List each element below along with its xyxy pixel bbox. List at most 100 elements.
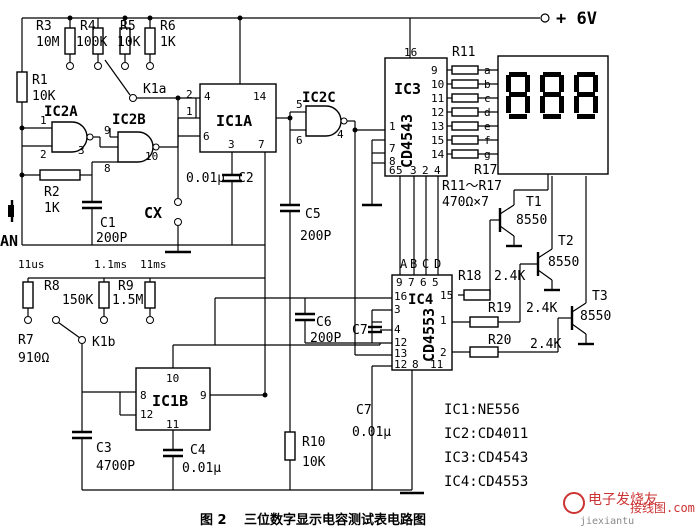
an-label: AN xyxy=(0,232,18,250)
t1-value: 8550 xyxy=(516,213,547,228)
r2-value: 1K xyxy=(44,201,60,216)
legend-ic3: IC3:CD4543 xyxy=(444,450,528,466)
c3-value: 4700P xyxy=(96,459,135,474)
t3-label: T3 xyxy=(592,289,608,304)
chip-ic1b: IC1B 10 8 12 11 9 xyxy=(81,297,381,450)
r8-value: 150K xyxy=(62,293,93,308)
segment-resistor-d xyxy=(451,107,479,117)
r20-label: R20 xyxy=(488,333,511,348)
r20-value: 2.4K xyxy=(530,337,561,352)
bcd-c: C xyxy=(422,257,429,271)
ic2c-label: IC2C xyxy=(302,90,336,106)
digit-1-segment-c xyxy=(525,96,530,113)
gate-ic2b: IC2B 9 8 10 xyxy=(91,112,196,175)
r5-value: 10K xyxy=(117,35,141,50)
legend-ic1: IC1:NE556 xyxy=(444,402,520,418)
svg-text:9: 9 xyxy=(200,389,207,402)
caption-figure-number: 图 2 xyxy=(200,513,227,528)
svg-text:10: 10 xyxy=(166,372,179,385)
svg-text:4: 4 xyxy=(337,128,344,141)
ic2b-label: IC2B xyxy=(112,112,146,128)
svg-text:2: 2 xyxy=(422,164,429,177)
segment-resistor-f xyxy=(451,135,479,145)
range-1-1ms: 1.1ms xyxy=(94,258,127,271)
segment-resistor-c xyxy=(451,93,479,103)
capacitor-c2: 0.01μ C2 xyxy=(186,171,254,245)
svg-text:3: 3 xyxy=(394,303,401,316)
k1a-label: K1a xyxy=(143,82,166,97)
t2-label: T2 xyxy=(558,234,574,249)
ic3-pin-12: 12 xyxy=(431,106,444,119)
ic-legend: IC1:NE556 IC2:CD4011 IC3:CD4543 IC4:CD45… xyxy=(444,402,528,490)
svg-text:8: 8 xyxy=(412,358,419,371)
svg-text:16: 16 xyxy=(404,46,417,59)
resistors-r7-r9: R8 150K R9 1.5M R7 910Ω K1b xyxy=(18,245,266,395)
segment-resistor-a xyxy=(451,65,479,75)
digit-1-segment-f xyxy=(506,75,511,92)
gate-ic2c: IC2C 5 6 4 xyxy=(289,90,355,147)
r5-label: R5 xyxy=(120,19,136,34)
digit-3-segment-d xyxy=(577,114,595,119)
digit-3-segment-a xyxy=(577,72,595,77)
figure-caption: 图 2 三位数字显示电容测试表电路图 xyxy=(200,512,426,528)
svg-text:6: 6 xyxy=(420,276,427,289)
digit-1-segment-b xyxy=(525,75,530,92)
digit-2-segment-a xyxy=(543,72,561,77)
svg-text:14: 14 xyxy=(253,90,267,103)
ic3-pin-15: 15 xyxy=(431,134,444,147)
watermark-line3: jiexiantu xyxy=(580,516,634,527)
r1-value: 10K xyxy=(32,89,56,104)
ic2a-label: IC2A xyxy=(44,104,78,120)
segment-label-b: b xyxy=(484,78,491,91)
digit-2-segment-e xyxy=(540,96,545,113)
svg-text:5: 5 xyxy=(296,98,303,111)
r11-r17-value: 470Ω×7 xyxy=(442,195,489,210)
svg-text:5: 5 xyxy=(432,276,439,289)
svg-text:12: 12 xyxy=(140,408,153,421)
digit-2-segment-c xyxy=(559,96,564,113)
svg-text:6: 6 xyxy=(203,130,210,143)
svg-text:9: 9 xyxy=(104,124,111,137)
svg-text:11: 11 xyxy=(166,418,179,431)
t3-value: 8550 xyxy=(580,309,611,324)
svg-text:16: 16 xyxy=(394,290,407,303)
resistor-array-r11-r17: R11 R17 R11～R17 470Ω×7 xyxy=(442,45,502,210)
c6-label: C6 xyxy=(316,315,332,330)
t2-value: 8550 xyxy=(548,255,579,270)
svg-text:8: 8 xyxy=(389,155,396,168)
segment-resistor-g xyxy=(451,149,479,159)
ic4-label: IC4 xyxy=(408,292,433,308)
svg-text:1: 1 xyxy=(186,105,193,118)
r6-value: 1K xyxy=(160,35,176,50)
r11-label: R11 xyxy=(452,45,475,60)
gate-ic2a: IC2A 1 2 3 xyxy=(22,104,101,161)
r3-value: 10M xyxy=(36,35,60,50)
svg-text:7: 7 xyxy=(258,138,265,151)
capacitor-c1: C1 200P xyxy=(82,175,127,246)
segment-resistor-b xyxy=(451,79,479,89)
r4-label: R4 xyxy=(80,19,96,34)
r9-value: 1.5M xyxy=(112,293,143,308)
r1-label: R1 xyxy=(32,73,48,88)
cx-label: CX xyxy=(144,204,162,222)
svg-text:6: 6 xyxy=(296,134,303,147)
digit-3-segment-b xyxy=(593,75,598,92)
c5-label: C5 xyxy=(305,207,321,222)
svg-text:6: 6 xyxy=(389,164,396,177)
digit-2-segment-b xyxy=(559,75,564,92)
transistor-t2: T2 8550 xyxy=(519,176,579,322)
svg-text:2: 2 xyxy=(186,88,193,101)
svg-text:2: 2 xyxy=(440,346,447,359)
chip-ic3: IC3 CD4543 16 1 7 8 6 5 3 2 4 xyxy=(352,46,448,355)
watermark-line1: 电子发烧友 xyxy=(588,492,658,508)
display-digits xyxy=(506,72,598,119)
r8-label: R8 xyxy=(44,279,60,294)
bcd-d: D xyxy=(434,257,441,271)
c5-value: 200P xyxy=(300,229,331,244)
caption-title: 三位数字显示电容测试表电路图 xyxy=(244,512,426,528)
c4-label: C4 xyxy=(190,443,206,458)
